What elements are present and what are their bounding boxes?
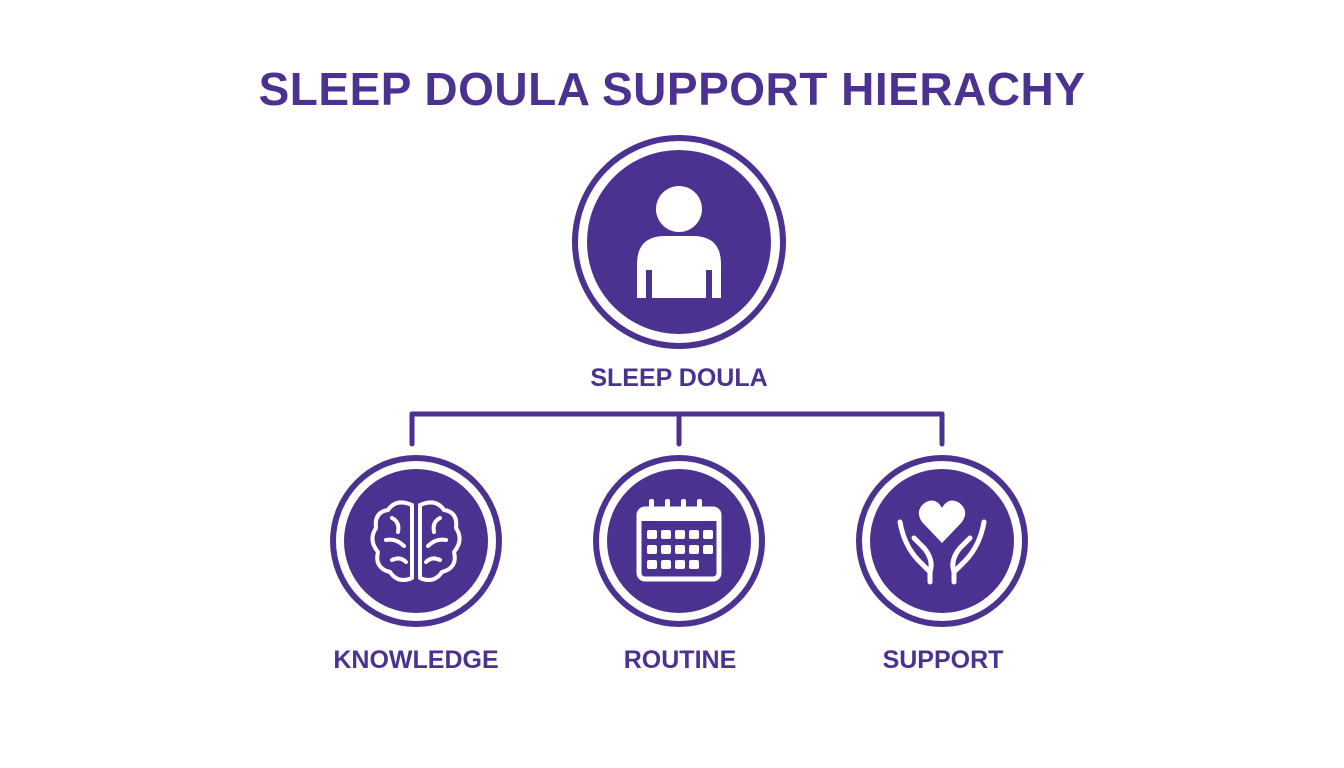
child-node-routine	[593, 455, 765, 627]
child-label-knowledge: KNOWLEDGE	[333, 646, 499, 674]
root-node-label: SLEEP DOULA	[590, 364, 768, 392]
root-node	[572, 135, 786, 349]
calendar-icon	[636, 499, 722, 582]
child-label-routine: ROUTINE	[623, 646, 737, 674]
heart-hands-icon	[897, 500, 987, 585]
child-node-knowledge	[330, 455, 502, 627]
child-node-support	[856, 455, 1028, 627]
diagram-title: SLEEP DOULA SUPPORT HIERACHY	[258, 63, 1086, 115]
brain-icon	[370, 500, 462, 582]
child-label-support: SUPPORT	[882, 646, 1004, 674]
person-icon	[637, 186, 721, 298]
connector-lines	[409, 411, 945, 447]
